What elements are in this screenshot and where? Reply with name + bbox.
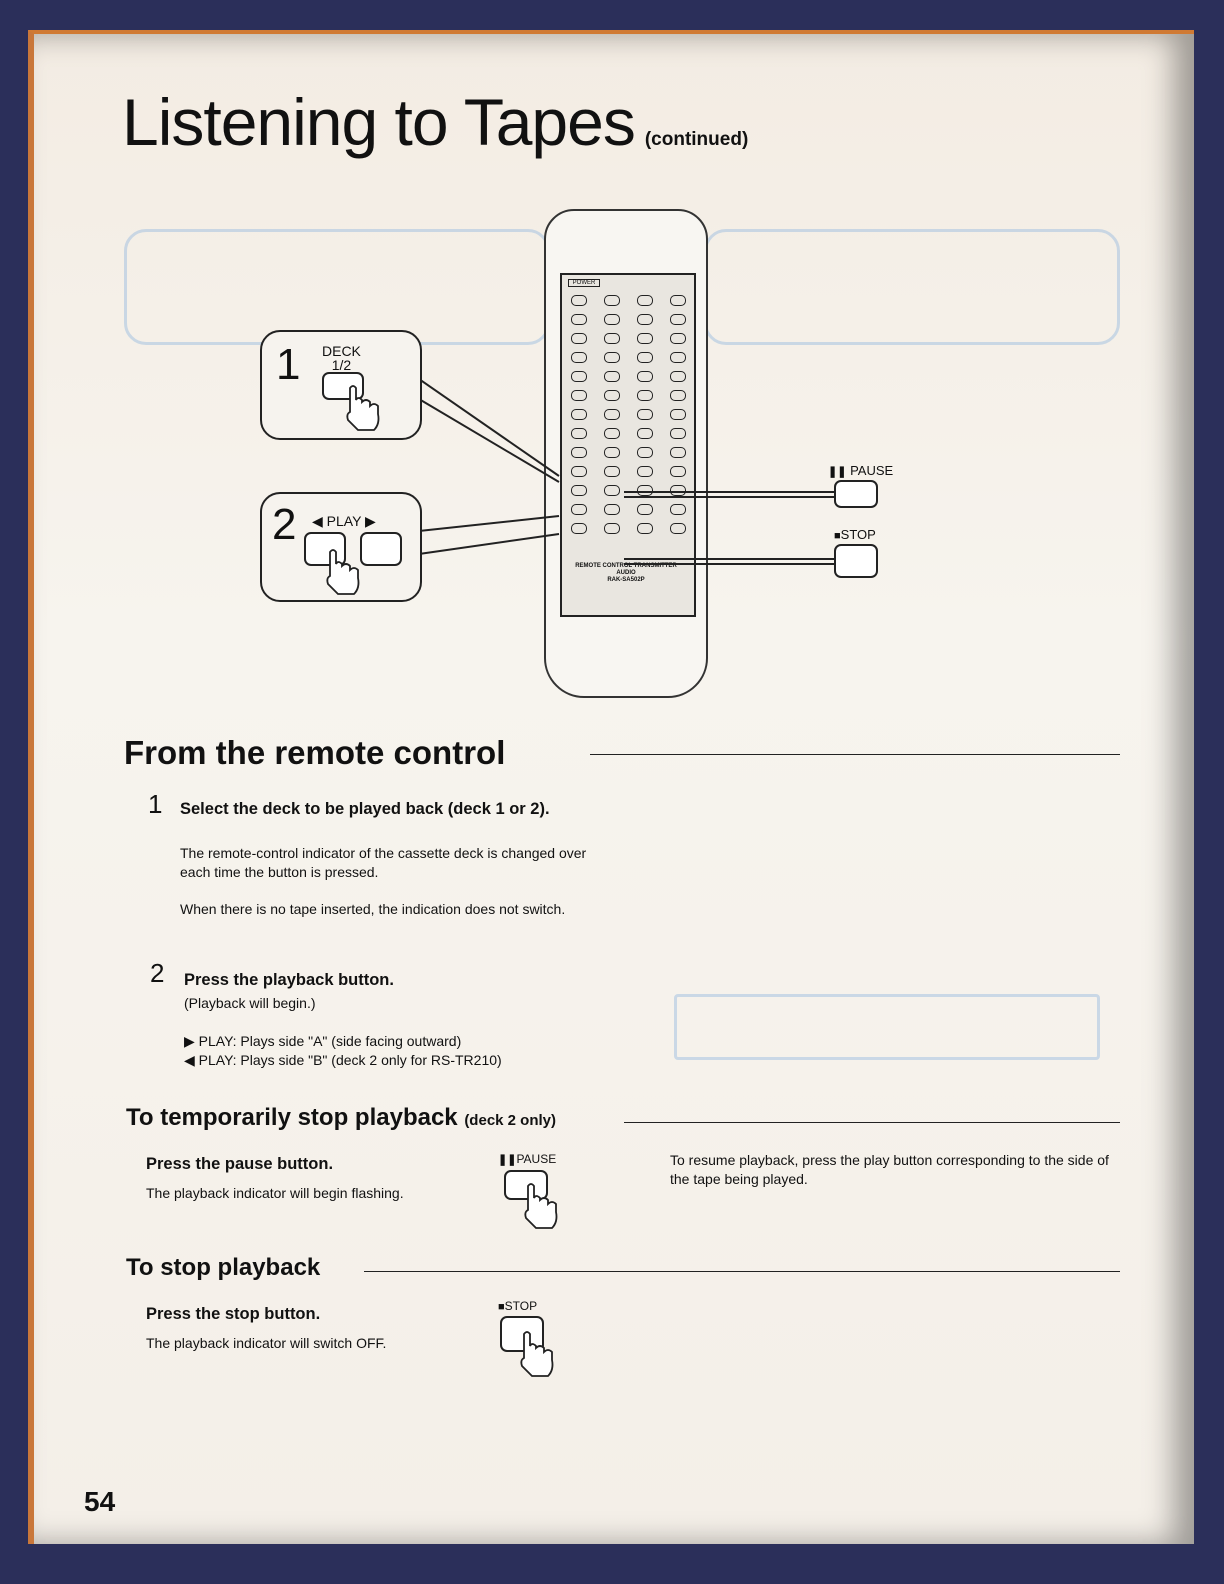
play-side-b: ◀ PLAY: Plays side "B" (deck 2 only for …	[184, 1052, 502, 1068]
heading-rule	[624, 1122, 1120, 1123]
hand-pointer-icon	[346, 385, 380, 431]
pause-description: The playback indicator will begin flashi…	[146, 1185, 404, 1201]
callout-deck-button: 1 DECK 1/2	[260, 330, 422, 440]
play-reverse-button[interactable]	[304, 532, 346, 566]
pause-button-icon	[504, 1170, 548, 1200]
pause-callout-label: ❚❚ PAUSE	[828, 463, 894, 478]
hand-pointer-icon	[520, 1331, 554, 1377]
stop-description: The playback indicator will switch OFF.	[146, 1335, 387, 1351]
bleedthrough-box-mid	[674, 994, 1100, 1060]
resume-instruction: To resume playback, press the play butto…	[670, 1152, 1109, 1187]
pause-section-heading: To temporarily stop playback (deck 2 onl…	[126, 1104, 557, 1131]
deck-label: DECK 1/2	[322, 343, 361, 373]
play-forward-button[interactable]	[360, 532, 402, 566]
pause-section-heading-note: (deck 2 only)	[464, 1112, 557, 1129]
stop-callout-label: ■STOP	[834, 527, 876, 542]
hand-pointer-icon	[524, 1183, 558, 1229]
heading-rule	[590, 754, 1120, 755]
step-2-instruction: Press the playback button.	[184, 971, 394, 989]
remote-section-heading: From the remote control	[124, 734, 506, 771]
heading-rule	[364, 1271, 1120, 1272]
remote-footer-text: REMOTE CONTROL TRANSMITTER AUDIO RAK-SA5…	[575, 563, 677, 583]
step-2-description: (Playback will begin.)	[184, 995, 316, 1011]
title-suffix: (continued)	[644, 129, 749, 150]
remote-power-label: POWER	[568, 279, 600, 287]
stop-callout-button[interactable]	[834, 544, 878, 578]
manual-page: Listening to Tapes(continued) POWER REMO…	[28, 30, 1194, 1544]
step-1-instruction: Select the deck to be played back (deck …	[180, 800, 550, 818]
deck-button[interactable]	[322, 372, 364, 400]
callout-1-number: 1	[276, 340, 301, 389]
stop-icon-label: ■STOP	[498, 1299, 538, 1313]
stop-instruction: Press the stop button.	[146, 1305, 321, 1323]
page-title: Listening to Tapes(continued)	[122, 85, 749, 159]
step-1-note: When there is no tape inserted, the indi…	[180, 901, 566, 917]
step-1-number: 1	[148, 789, 163, 819]
callout-lines	[418, 378, 834, 565]
stop-section-heading: To stop playback	[126, 1254, 321, 1281]
callout-2-number: 2	[272, 500, 297, 549]
callout-play-buttons: 2 ◀ PLAY ▶	[260, 492, 422, 602]
play-side-a: ▶ PLAY: Plays side "A" (side facing outw…	[184, 1033, 462, 1049]
step-2-number: 2	[150, 958, 165, 988]
play-label: ◀ PLAY ▶	[312, 513, 376, 529]
page-number: 54	[84, 1486, 116, 1517]
step-1-description: The remote-control indicator of the cass…	[180, 845, 587, 880]
pause-icon-label: ❚❚PAUSE	[498, 1152, 557, 1166]
pause-instruction: Press the pause button.	[146, 1155, 334, 1173]
pause-callout-button[interactable]	[834, 480, 878, 508]
hand-pointer-icon	[326, 549, 360, 595]
